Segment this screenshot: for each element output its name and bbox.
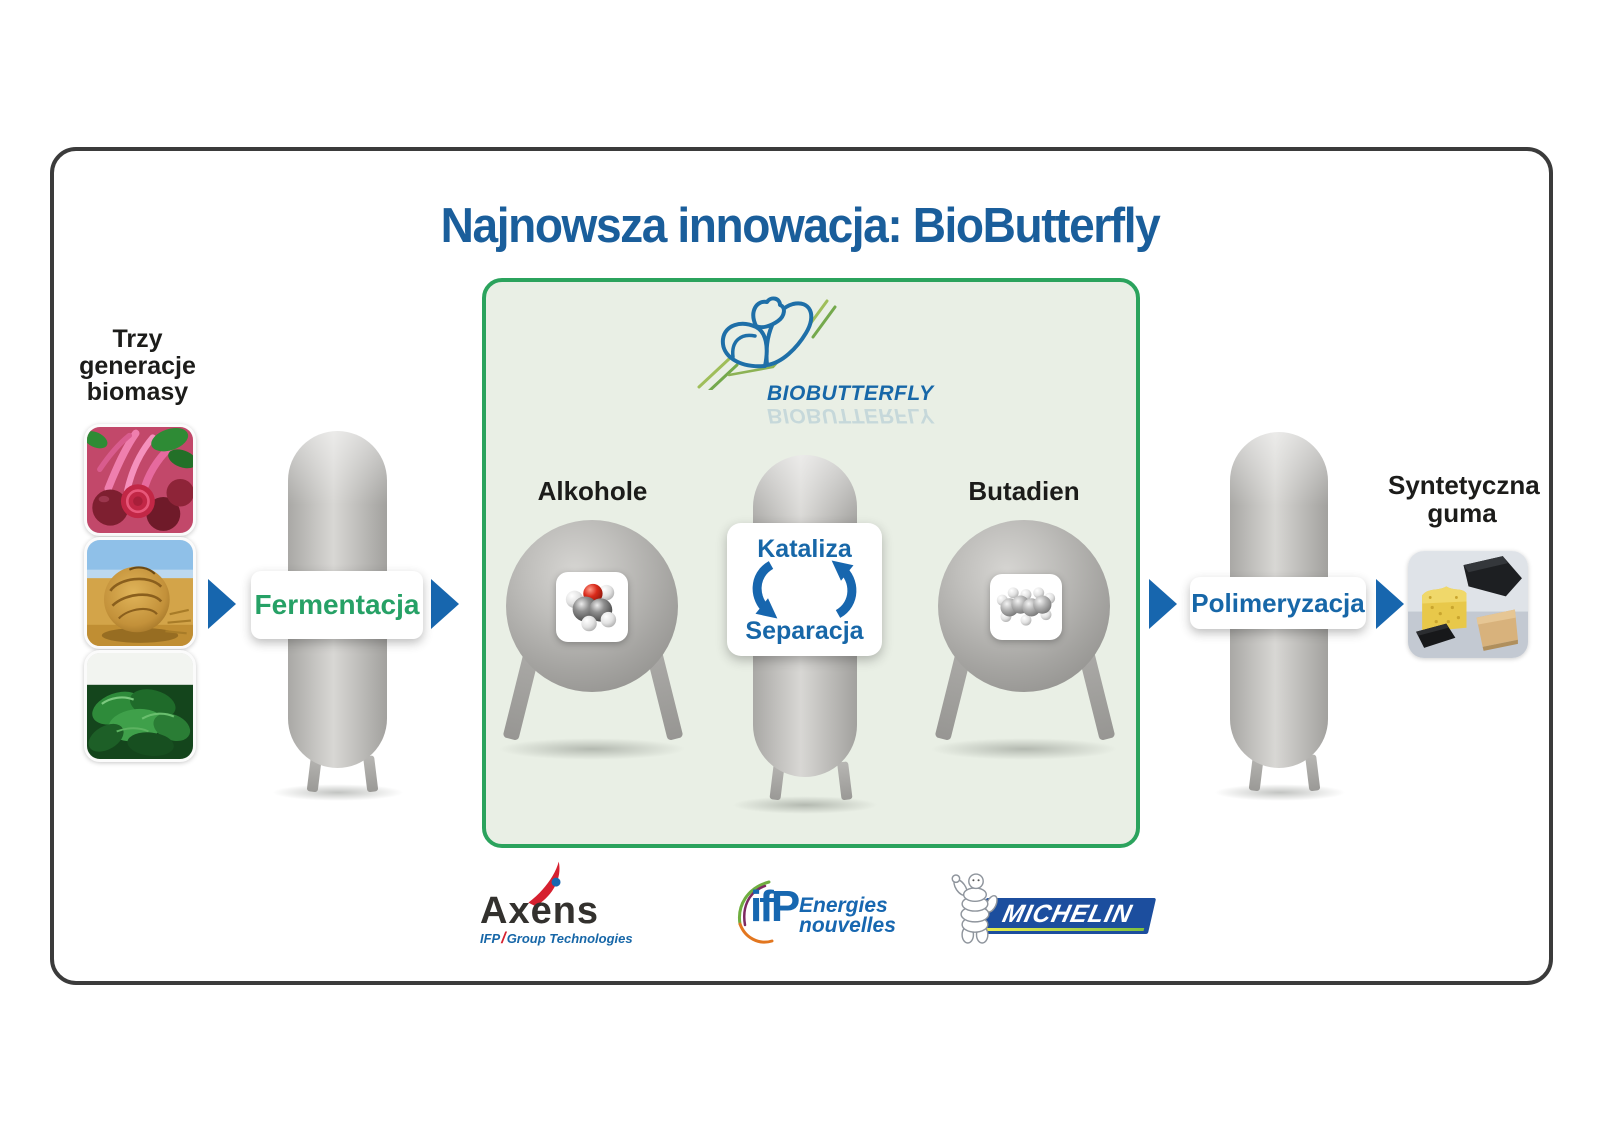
separation-label: Separacja [745,617,864,645]
green-leaves-photo [84,650,196,762]
butterfly-icon [697,296,837,390]
hay-bale-photo [84,537,196,649]
beets-illustration [87,427,193,533]
beets-photo [84,424,196,536]
michelin-underline [983,927,1145,931]
ifp-mark: ifP [750,882,800,931]
axens-slash: / [501,930,506,947]
axens-swoosh-icon [528,861,561,907]
catalysis-label: Kataliza [757,535,852,563]
butadiene-molecule-card [990,574,1062,640]
biomass-label: Trzy generacje biomasy [79,325,196,406]
catalysis-separation-step: Kataliza Separacja [727,523,882,656]
ifp-text: Energies nouvelles [799,894,896,937]
polymerization-step: Polimeryzacja [1190,577,1366,629]
tank-shadow [272,784,404,801]
axens-tagline-ifp: IFP [480,931,501,946]
cycle-arrows-icon [752,560,857,619]
sphere-shadow [498,738,686,760]
tank-shadow [1214,784,1346,801]
rubber-illustration [1408,551,1528,658]
axens-wordmark: Axens [480,890,600,932]
polymerization-label: Polimeryzacja [1191,587,1365,618]
hay-bale-illustration [87,540,193,646]
michelin-man-icon [951,873,998,944]
sphere-shadow [930,738,1118,760]
fermentation-step: Fermentacja [251,571,423,639]
ifp-arcs-icon [737,880,774,944]
michelin-banner: MICHELIN [977,898,1157,934]
ifp-text-line2: nouvelles [799,913,896,937]
ethanol-molecule-card [556,572,628,642]
butadiene-label: Butadien [968,476,1080,506]
synthetic-rubber-photo [1408,551,1528,658]
axens-tagline: IFP/Group Technologies [480,930,633,948]
biobutterfly-logo: BIOBUTTERFLY BIOBUTTERFLY [655,290,955,430]
michelin-logo: MICHELIN [948,872,1158,944]
axens-tagline-rest: Group Technologies [506,931,633,946]
alcohols-label: Alkohole [537,476,648,506]
page-title: Najnowsza innowacja: BioButterfly [440,199,1161,253]
biobutterfly-wordmark-reflection: BIOBUTTERFLY [767,404,934,427]
ifp-text-line1: Energies [799,894,888,917]
butadiene-molecule-icon [996,586,1056,626]
tank-shadow [732,796,878,814]
green-leaves-illustration [87,653,193,759]
output-label: Syntetyczna guma [1388,470,1540,528]
fermentation-label: Fermentacja [254,589,420,620]
ifp-logo: ifP Energies nouvelles [735,880,900,948]
ethanol-molecule-icon [565,583,617,632]
biobutterfly-wordmark: BIOBUTTERFLY [767,382,934,405]
axens-logo: Axens IFP/Group Technologies [478,858,633,947]
